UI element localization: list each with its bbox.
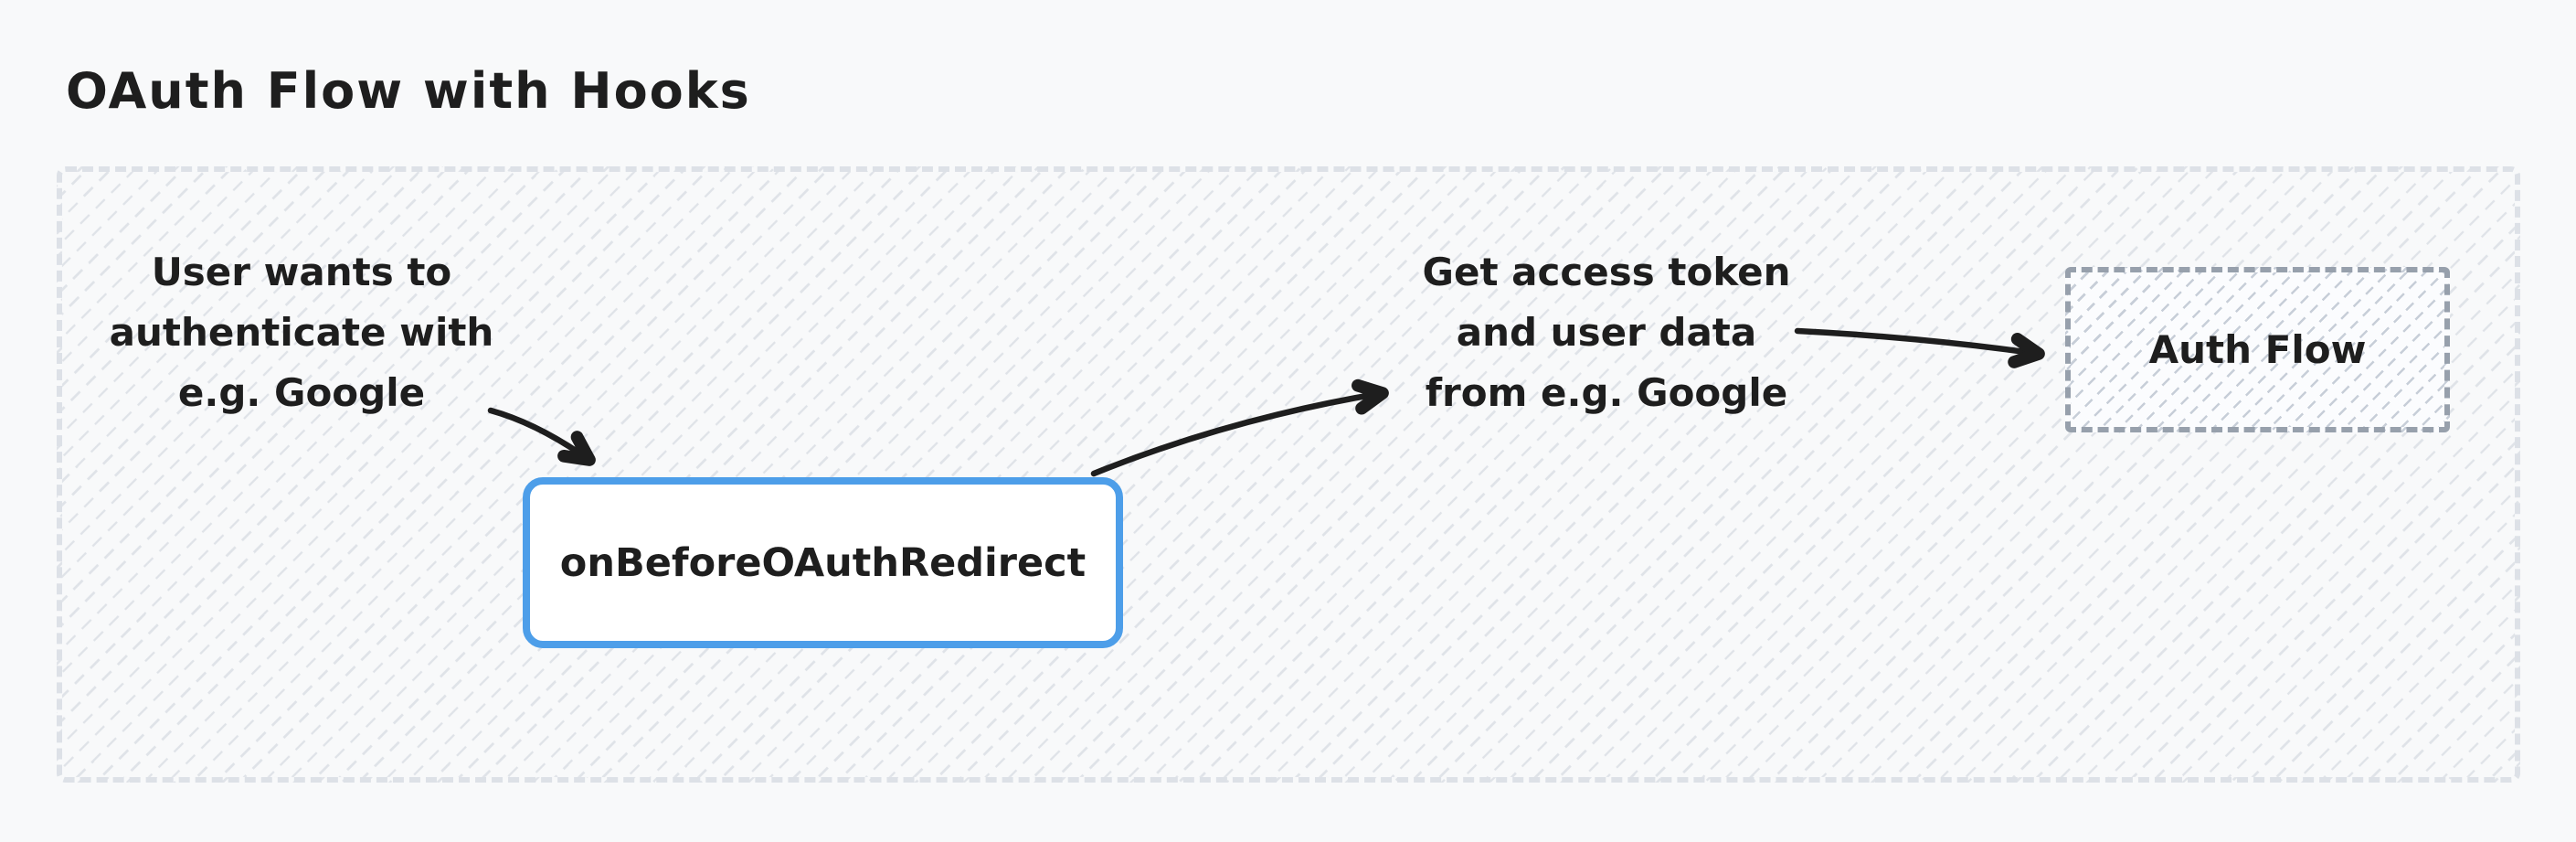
note-user-authenticate: User wants to authenticate with e.g. Goo… <box>46 242 557 423</box>
node-label: onBeforeOAuthRedirect <box>559 539 1087 586</box>
note-get-access-token: Get access token and user data from e.g.… <box>1351 242 1862 423</box>
note-line: from e.g. Google <box>1425 370 1788 415</box>
node-onbeforeoauthredirect: onBeforeOAuthRedirect <box>523 477 1123 648</box>
note-line: and user data <box>1456 310 1757 355</box>
note-line: authenticate with <box>109 310 494 355</box>
node-auth-flow: Auth Flow <box>2065 267 2450 432</box>
note-line: e.g. Google <box>177 370 426 415</box>
note-line: Get access token <box>1422 250 1791 294</box>
diagram-title: OAuth Flow with Hooks <box>66 62 751 120</box>
note-line: User wants to <box>151 250 452 294</box>
node-label: Auth Flow <box>2148 327 2367 372</box>
